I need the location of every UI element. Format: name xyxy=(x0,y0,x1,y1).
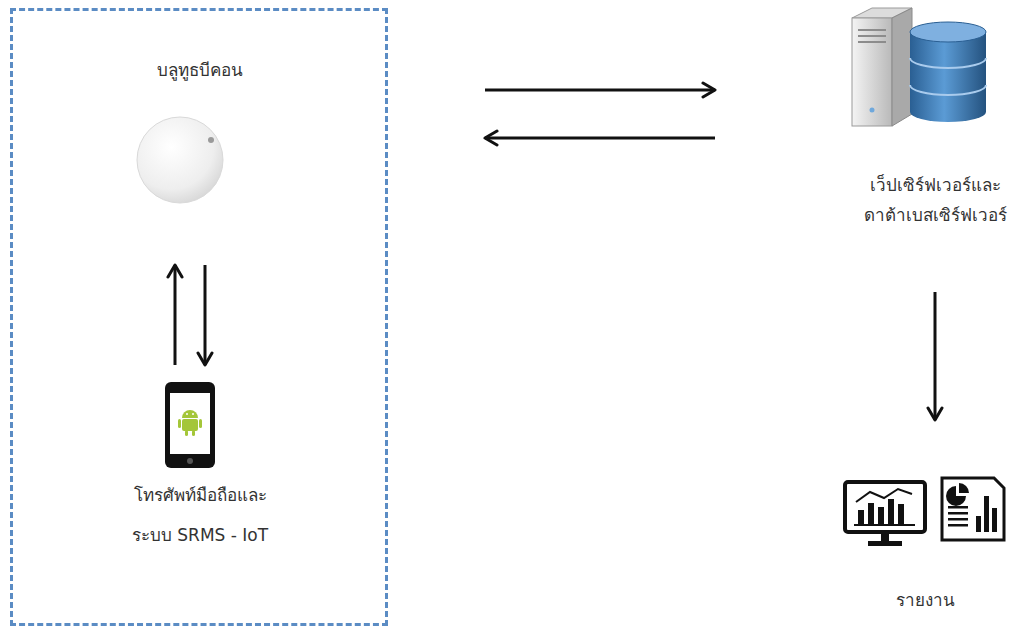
system-group: บลูทูธบีคอนโทรศัพท์มือถือและ ระบบ SRMS -… xyxy=(10,8,388,626)
beacon-node: บลูทูธบีคอน xyxy=(110,50,290,200)
node-label: รายงาน xyxy=(893,585,958,615)
beacon-icon xyxy=(137,117,223,203)
document-chart-icon xyxy=(942,478,1004,540)
server-icon xyxy=(852,8,912,126)
flow-arrow xyxy=(204,265,207,365)
server-node: เว็ปเซิร์ฟเวอร์และ ดาต้าเบสเซิร์ฟเวอร์ xyxy=(715,5,1025,230)
flow-arrow xyxy=(934,292,937,420)
flow-arrow xyxy=(174,265,177,365)
phone-node: โทรศัพท์มือถือและ ระบบ SRMS - IoT xyxy=(95,380,305,555)
flow-arrow xyxy=(485,137,715,140)
node-label: เว็ปเซิร์ฟเวอร์และ ดาต้าเบสเซิร์ฟเวอร์ xyxy=(861,170,1010,230)
node-label: โทรศัพท์มือถือและ ระบบ SRMS - IoT xyxy=(129,475,272,555)
report-node: รายงาน xyxy=(830,470,1020,615)
phone-icon xyxy=(165,382,215,468)
node-label: บลูทูธบีคอน xyxy=(154,56,246,84)
database-icon xyxy=(910,22,986,122)
monitor-chart-icon xyxy=(845,482,925,546)
flow-arrow xyxy=(485,89,715,92)
